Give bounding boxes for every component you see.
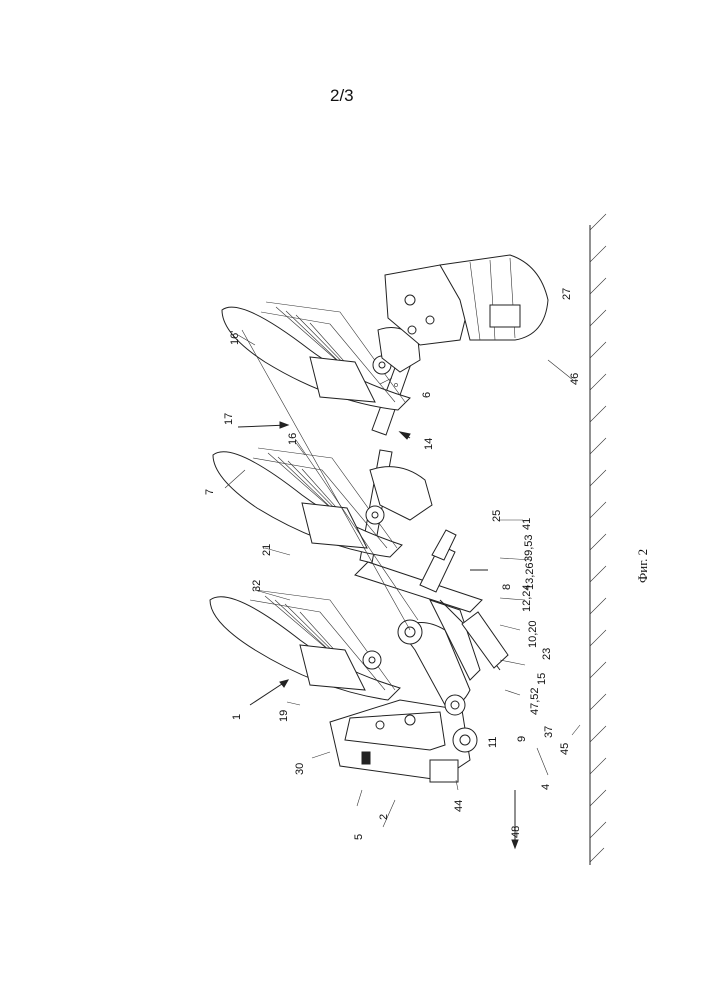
label-2: 2 — [378, 814, 390, 820]
label-5: 5 — [353, 834, 365, 840]
label-7: 7 — [204, 489, 216, 495]
label-15: 15 — [536, 673, 548, 685]
label-37: 37 — [543, 726, 555, 738]
label-8: 8 — [501, 584, 513, 590]
depth-wheel — [385, 255, 548, 345]
label-16p: 16' — [229, 331, 241, 345]
label-27: 27 — [561, 288, 573, 300]
label-14: 14 — [423, 438, 435, 450]
label-11: 11 — [487, 737, 499, 748]
label-47-52: 47,52 — [529, 687, 541, 715]
label-44: 44 — [453, 800, 465, 812]
linkage-arm — [398, 600, 480, 715]
label-23: 23 — [541, 648, 553, 660]
figure-caption: Фиг. 2 — [635, 549, 650, 583]
label-10-20: 10,20 — [527, 620, 539, 648]
plough-body-2 — [213, 448, 432, 557]
label-25: 25 — [491, 510, 503, 522]
label-48: 48 — [510, 826, 522, 838]
label-9: 9 — [516, 736, 528, 742]
label-30: 30 — [294, 763, 306, 775]
plough-body-1 — [210, 590, 400, 700]
label-16: 16 — [287, 433, 299, 445]
label-13-26: 13,26 — [524, 562, 536, 590]
ground-hatching — [590, 214, 606, 865]
label-21: 21 — [261, 544, 273, 556]
label-39-53: 39,53 — [523, 534, 535, 562]
label-46: 46 — [569, 373, 581, 385]
label-6: 6 — [421, 392, 433, 398]
label-17: 17 — [223, 413, 235, 425]
label-19: 19 — [278, 710, 290, 722]
label-41: 41 — [521, 518, 533, 530]
label-4: 4 — [540, 784, 552, 790]
label-32: 32 — [251, 580, 263, 592]
label-1: 1 — [231, 714, 243, 720]
label-45: 45 — [559, 743, 571, 755]
